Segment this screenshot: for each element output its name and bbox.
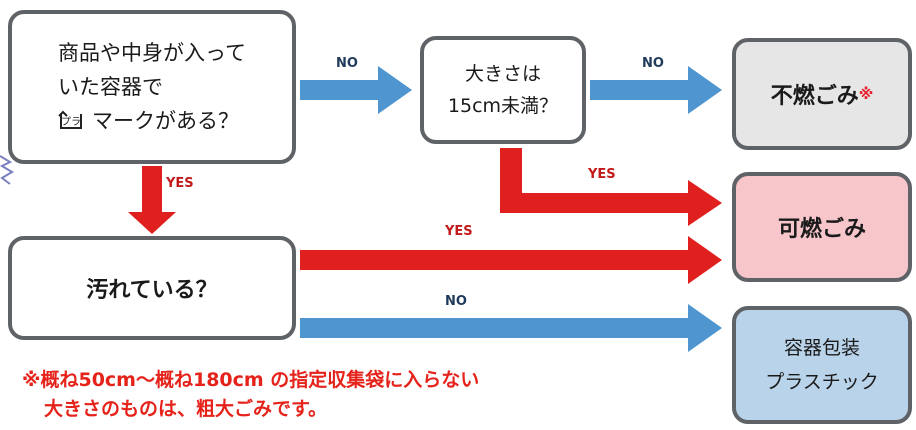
question2-line1: 大きさは [464,63,541,85]
result-plastic-line1: 容器包装 [783,337,860,359]
question-box-size: 大きさは 15cm未満？ [420,36,586,144]
label-yes-q2: YES [588,167,616,182]
question-box-dirty: 汚れている？ [8,236,296,340]
edge-decoration-icon [0,155,14,185]
label-no-q3: NO [445,294,467,309]
label-yes-q3: YES [445,224,473,239]
pla-recycle-icon: プラ [58,110,83,129]
arrow-q3-to-burnable [300,236,722,284]
result-nonburnable: 不燃ごみ※ [732,38,912,150]
svg-text:プラ: プラ [61,116,81,128]
result-plastic-line2: プラスチック [765,371,879,393]
footnote-line1: ※概ね50cm～概ね180cm の指定収集袋に入らない [22,369,480,391]
result-nonburnable-mark: ※ [858,85,874,103]
arrow-q2-to-burnable [500,148,722,226]
question-box-recycle-mark: 商品や中身が入って いた容器で プラ マークがある？ [8,10,296,164]
label-no-q2: NO [642,56,664,71]
footnote: ※概ね50cm～概ね180cm の指定収集袋に入らない 大きさのものは、粗大ごみ… [22,366,479,424]
question3-text: 汚れている？ [86,278,218,303]
label-no-q1: NO [336,56,358,71]
result-burnable-text: 可燃ごみ [777,217,866,242]
result-plastic: 容器包装 プラスチック [732,306,912,424]
question1-line2: いた容器で [58,75,164,99]
question1-line1: 商品や中身が入って [58,41,246,65]
result-burnable: 可燃ごみ [732,172,912,282]
result-nonburnable-text: 不燃ごみ [770,84,859,109]
arrow-q1-to-q3 [128,166,176,234]
arrow-q2-to-nonburnable [590,66,722,114]
question2-line2: 15cm未満？ [447,95,559,117]
arrow-q3-to-plastic [300,304,722,352]
label-yes-q1: YES [166,176,194,191]
question1-line3: マークがある？ [92,109,240,133]
footnote-line2: 大きさのものは、粗大ごみです。 [44,398,328,420]
arrow-q1-to-q2 [300,66,412,114]
